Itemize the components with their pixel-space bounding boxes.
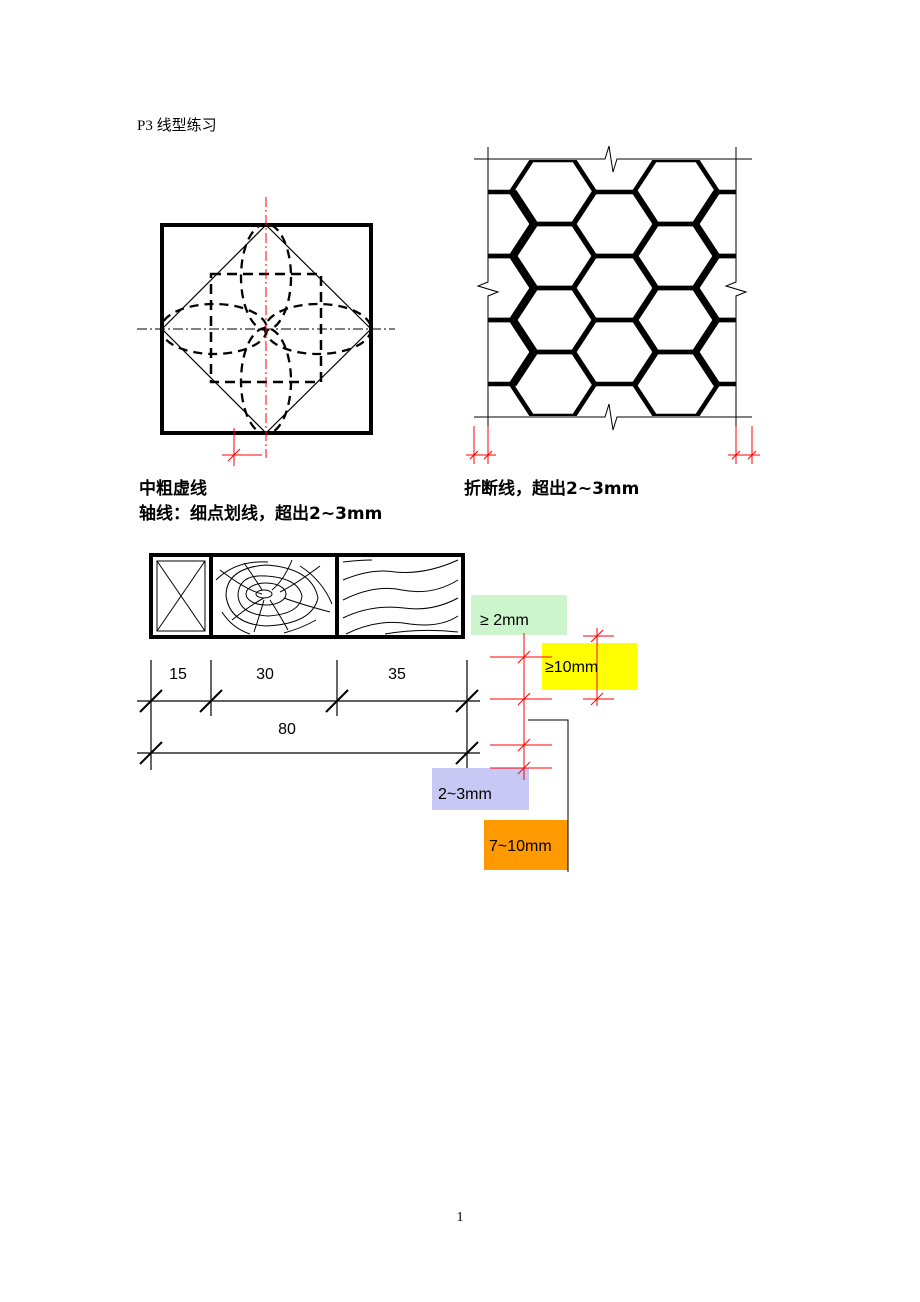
note-min-2mm: ≥ 2mm	[480, 612, 529, 629]
break-line-figure	[466, 145, 760, 464]
page-heading: P3 线型练习	[137, 118, 217, 134]
rule-annotations	[432, 595, 637, 872]
caption-axis-line: 轴线：细点划线，超出2~3mm	[139, 504, 383, 524]
note-bg-yellow	[542, 643, 637, 690]
wood-end-grain	[215, 559, 333, 635]
dimension-lines	[137, 660, 480, 770]
page-number: 1	[456, 1210, 464, 1225]
cross-box	[156, 560, 206, 632]
leader-bracket	[528, 719, 569, 872]
dimension-30: 30	[256, 666, 274, 683]
hexagon-pattern	[488, 160, 736, 416]
dimension-15: 15	[169, 666, 187, 683]
break-lines	[474, 145, 752, 432]
section-boxes-figure	[149, 553, 465, 639]
dashed-line-figure	[137, 197, 395, 466]
right-break-line	[724, 147, 748, 432]
break-extension-right	[728, 426, 760, 464]
caption-dashed-line: 中粗虚线	[139, 479, 207, 499]
wood-long-grain	[342, 559, 459, 635]
note-range-2-3mm: 2~3mm	[438, 786, 492, 803]
axis-extension-marker	[222, 428, 262, 466]
note-min-10mm: ≥10mm	[545, 659, 598, 676]
note-bg-lavender	[432, 768, 529, 810]
top-break-line	[474, 145, 752, 173]
caption-break-line: 折断线，超出2~3mm	[464, 479, 640, 499]
bottom-break-line	[474, 403, 752, 431]
section-outline	[149, 553, 465, 639]
rule-lines	[490, 628, 614, 780]
break-extension-left	[466, 426, 496, 464]
note-bg-green	[471, 595, 567, 635]
dimension-35: 35	[388, 666, 406, 683]
note-range-7-10mm: 7~10mm	[489, 838, 552, 855]
note-bg-orange	[484, 820, 568, 870]
dimension-80: 80	[278, 721, 296, 738]
left-break-line	[476, 147, 500, 432]
